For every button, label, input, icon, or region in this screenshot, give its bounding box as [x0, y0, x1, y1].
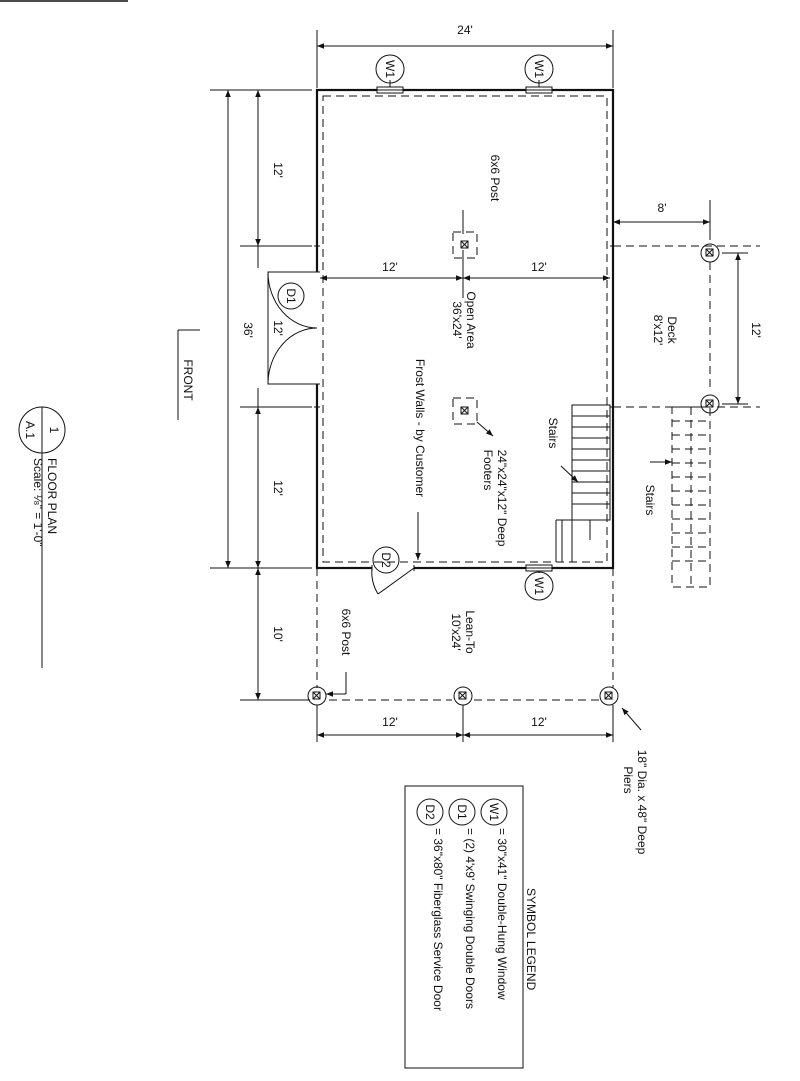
dim-text-24: 24' — [457, 23, 473, 37]
svg-text:W1: W1 — [532, 577, 546, 595]
leader-piers — [621, 707, 642, 731]
dim-interior-12-12 — [320, 250, 610, 298]
dim-text-interior-12-right: 12' — [531, 260, 547, 274]
interior-post-bottom — [452, 397, 478, 425]
dim-text-interior-12-left: 12' — [382, 260, 398, 274]
svg-text:D1: D1 — [455, 804, 469, 820]
label-open-area: Open Area — [464, 291, 478, 349]
dim-text-36: 36' — [241, 322, 255, 338]
service-door-d2 — [371, 565, 415, 595]
svg-text:W1: W1 — [487, 803, 501, 821]
label-leanto: Lean-To — [463, 610, 477, 654]
label-leanto-size: 10'x24' — [449, 613, 463, 650]
front-indicator: FRONT — [177, 329, 200, 420]
title-block: 1 A.1 FLOOR PLAN Scale: ⅛" = 1'-0" — [18, 406, 66, 668]
dim-text-12-bottom: 12' — [271, 480, 285, 496]
dim-24-top — [316, 30, 614, 88]
label-open-area-size: 36'x24' — [450, 301, 464, 338]
leader-footers — [476, 421, 494, 437]
dim-text-12-deck: 12' — [749, 322, 763, 338]
svg-text:D2: D2 — [423, 804, 437, 820]
interior-stairs — [555, 404, 611, 562]
window-w1-top-left — [376, 80, 404, 94]
legend-item-d2: D2 = 36"x80" Fiberglass Service Door — [416, 798, 445, 1011]
dim-12-segments-left — [240, 90, 312, 568]
label-deck: Deck — [665, 316, 679, 344]
title-sheet: A.1 — [23, 421, 37, 439]
svg-text:D2: D2 — [379, 552, 393, 568]
dim-text-12-mid: 12' — [271, 320, 285, 336]
dim-text-8-deck: 8' — [658, 201, 667, 215]
exterior-stairs — [671, 406, 711, 588]
title-floor-plan: FLOOR PLAN — [45, 458, 59, 534]
tag-w1-top-left: W1 — [375, 54, 405, 84]
label-post-leanto: 6x6 Post — [339, 609, 353, 656]
title-detail-number: 1 — [47, 427, 61, 434]
deck-pier-top — [700, 243, 720, 263]
deck-outline — [613, 245, 760, 408]
dim-leanto-12-12 — [316, 705, 614, 742]
dim-text-leanto-12-left: 12' — [382, 715, 398, 729]
dim-10-leanto — [240, 568, 310, 701]
label-front: FRONT — [181, 359, 195, 401]
dim-text-12-top: 12' — [271, 162, 285, 178]
tag-w1-bottom: W1 — [524, 571, 554, 601]
legend-title: SYMBOL LEGEND — [524, 888, 538, 991]
label-deck-size: 8'x12' — [651, 315, 665, 346]
svg-text:D1: D1 — [284, 288, 298, 304]
label-footers-line2: Footers — [481, 450, 495, 491]
legend-desc-w1: = 30"x41" Double-Hung Window — [495, 828, 509, 1000]
symbol-legend: SYMBOL LEGEND W1 = 30"x41" Double-Hung W… — [404, 785, 538, 1069]
svg-text:W1: W1 — [532, 60, 546, 78]
label-footers-line1: 24"x24"x12" Deep — [495, 450, 509, 547]
tag-w1-top-right: W1 — [524, 54, 554, 84]
interior-post-top — [452, 231, 478, 259]
title-scale: Scale: ⅛" = 1'-0" — [31, 458, 45, 547]
dim-text-leanto-12-right: 12' — [531, 715, 547, 729]
legend-desc-d1: = (2) 4'x9' Swinging Double Doors — [463, 828, 477, 1009]
leanto-pier-right — [599, 686, 619, 706]
label-piers-line2: Piers — [621, 766, 635, 793]
legend-item-d1: D1 = (2) 4'x9' Swinging Double Doors — [448, 798, 477, 1009]
svg-text:W1: W1 — [383, 60, 397, 78]
double-door-d1 — [267, 271, 320, 385]
dim-36-left — [210, 89, 312, 569]
tag-d2: D2 — [372, 546, 400, 574]
legend-desc-d2: = 36"x80" Fiberglass Service Door — [431, 828, 445, 1011]
label-post-interior: 6x6 Post — [488, 155, 502, 202]
window-w1-top-right — [525, 80, 553, 94]
label-stairs-interior: Stairs — [546, 418, 560, 449]
tag-d1: D1 — [277, 282, 305, 310]
label-piers-line1: 18" Dia. x 48" Deep — [635, 750, 649, 855]
dim-12-deck — [722, 252, 748, 405]
leanto-pier-left — [307, 686, 327, 706]
leanto-pier-middle — [453, 686, 473, 706]
dim-text-10: 10' — [271, 626, 285, 642]
dim-8-deck — [613, 200, 711, 240]
leader-stairs-interior — [560, 465, 579, 483]
label-stairs-exterior: Stairs — [643, 485, 657, 516]
leanto-outline — [316, 568, 614, 701]
label-frost-walls: Frost Walls - by Customer — [413, 359, 427, 497]
legend-item-w1: W1 = 30"x41" Double-Hung Window — [480, 798, 509, 1000]
